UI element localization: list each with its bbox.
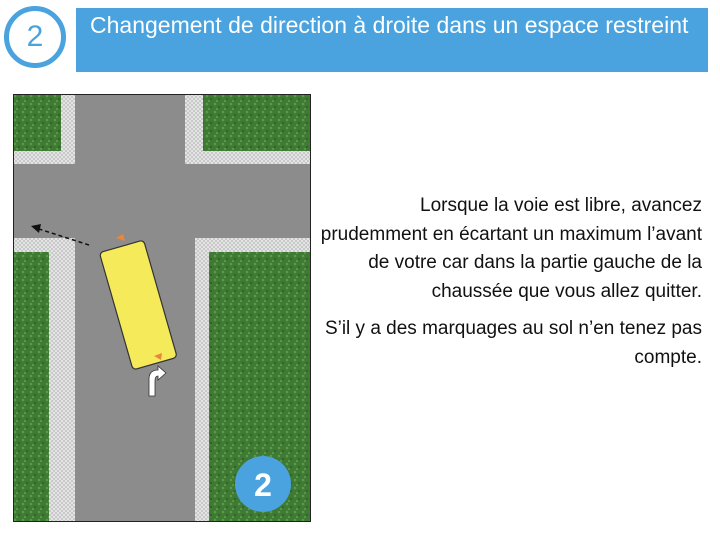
turn-right-arrow-marking bbox=[148, 365, 167, 397]
trajectory-arrowhead bbox=[31, 224, 41, 233]
diagram-step-badge bbox=[235, 456, 291, 512]
bus-front-right-indicator bbox=[116, 234, 125, 241]
intersection-diagram: 2 bbox=[13, 94, 311, 522]
bus bbox=[99, 240, 177, 370]
step-number: 2 bbox=[26, 20, 44, 53]
trajectory-arrow bbox=[38, 228, 90, 246]
instruction-text: Lorsque la voie est libre, avancez prude… bbox=[318, 192, 702, 381]
diagram-canvas: 2 bbox=[13, 94, 311, 522]
step-number-badge: 2 bbox=[4, 6, 66, 68]
instruction-paragraph-2: S’il y a des marquages au sol n’en tenez… bbox=[324, 318, 702, 368]
diagram-step-badge-number: 2 bbox=[254, 467, 272, 503]
grass-top-right bbox=[203, 94, 311, 151]
diagram-border bbox=[13, 94, 311, 522]
bus-rear-right-indicator bbox=[154, 353, 162, 360]
page-title: Changement de direction à droite dans un… bbox=[76, 8, 708, 72]
instruction-paragraph-1: Lorsque la voie est libre, avancez prude… bbox=[320, 195, 702, 302]
grass-bottom-left bbox=[13, 252, 49, 522]
grass-top-left bbox=[13, 94, 61, 151]
